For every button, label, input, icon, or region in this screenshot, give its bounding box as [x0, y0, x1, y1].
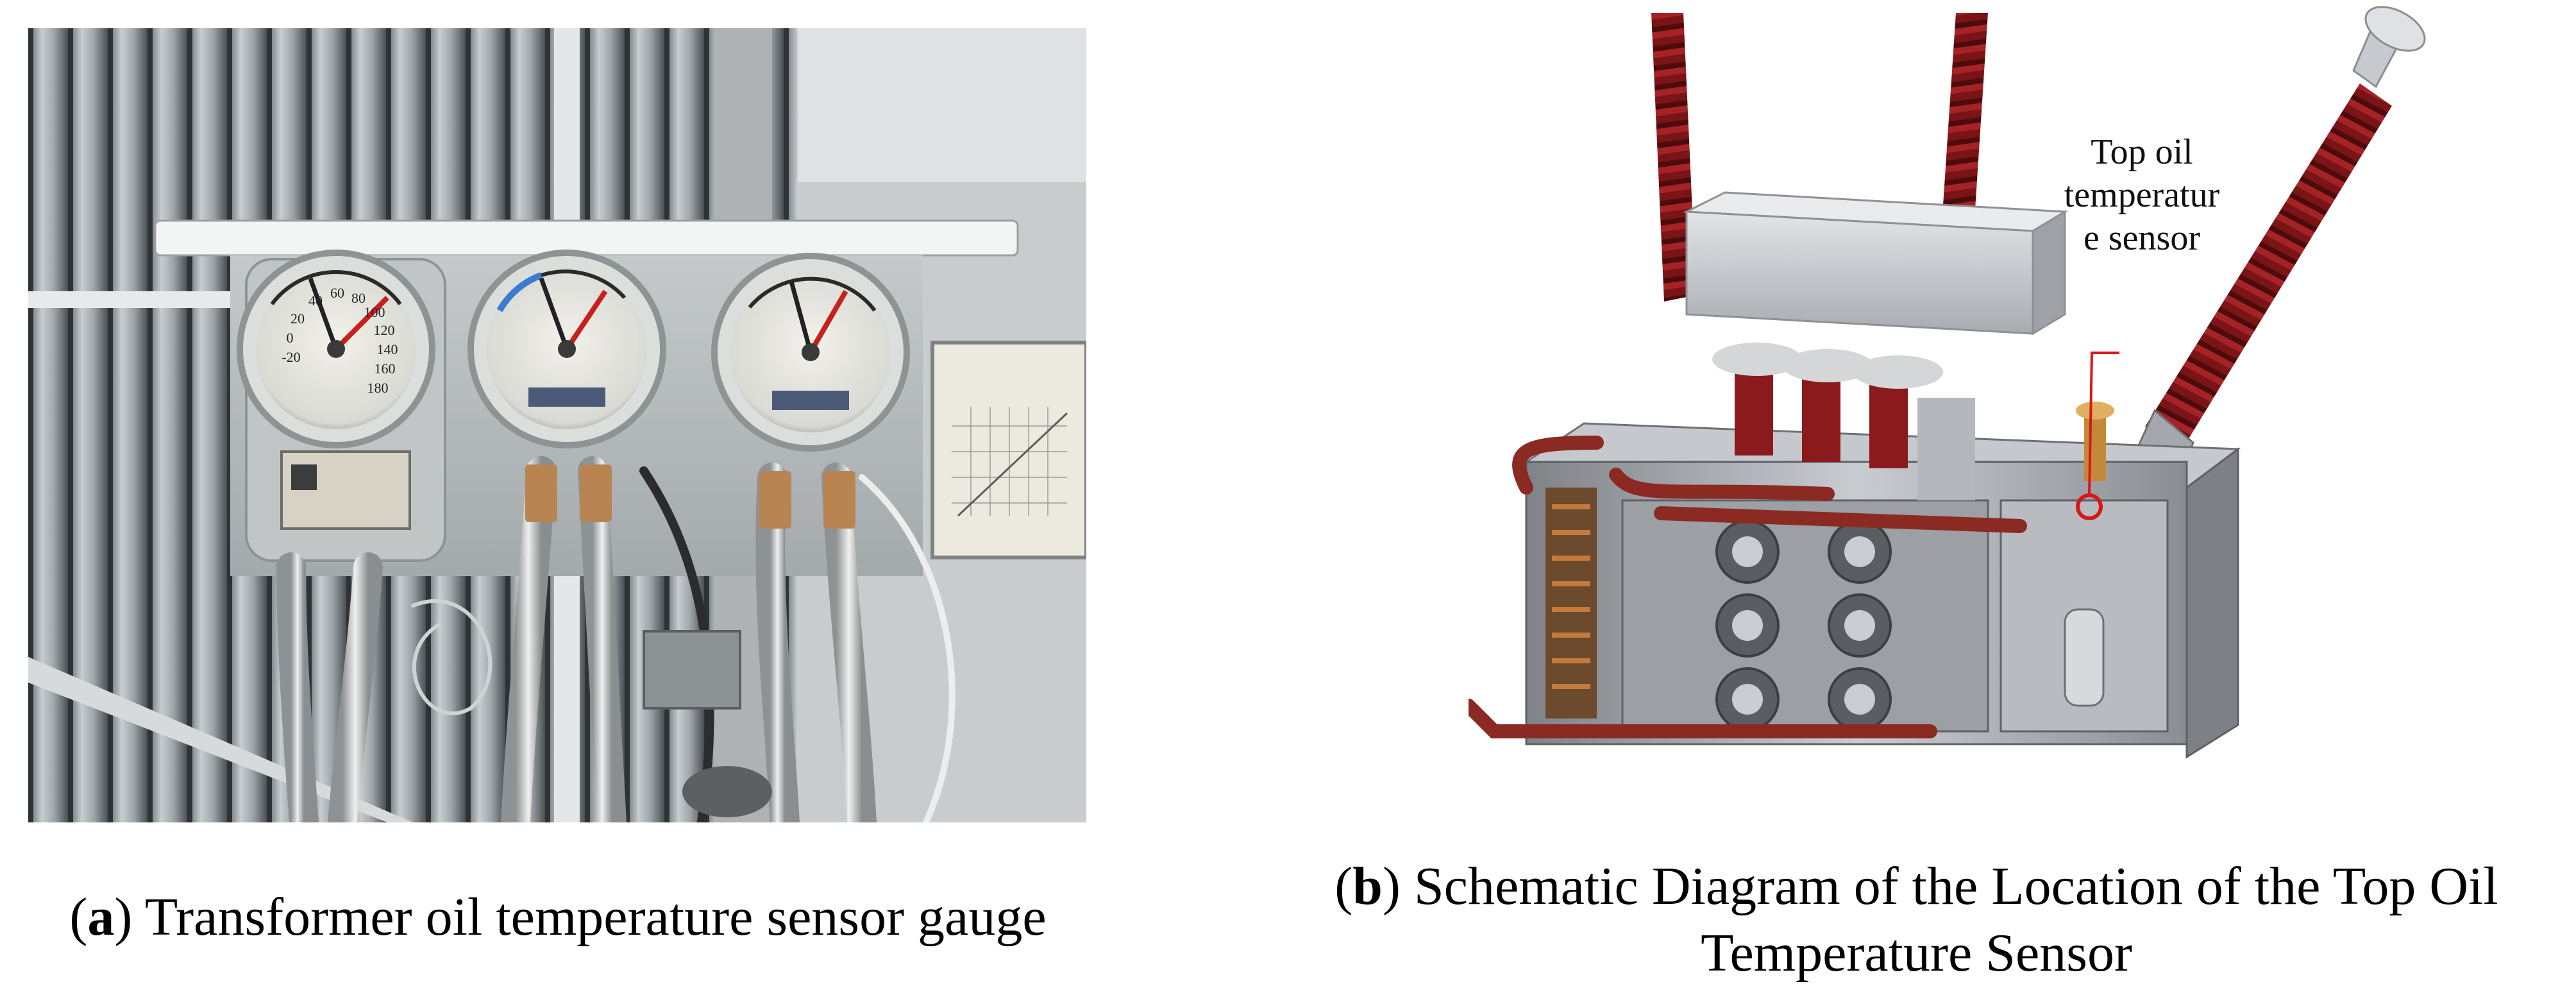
caption-a: (a) Transformer oil temperature sensor g…	[69, 887, 1047, 947]
sensor-callout-line	[2088, 352, 2119, 496]
gauge-right	[711, 253, 910, 452]
transformer-schematic: Top oil temperatur e sensor	[1461, 0, 2576, 808]
gauge-photo-drawing: 20 40 60 80 100 120 140 160 180 0 -20	[28, 28, 1088, 837]
sensor-annotation: Top oil temperatur e sensor	[2064, 132, 2220, 258]
svg-text:140: 140	[377, 341, 398, 357]
svg-text:160: 160	[375, 361, 396, 377]
svg-text:0: 0	[287, 330, 294, 346]
caption-b-letter: b	[1352, 856, 1383, 916]
top-cover-box	[1683, 191, 2068, 336]
caption-a-text: Transformer oil temperature sensor gauge	[144, 887, 1047, 947]
caption-b: (b) Schematic Diagram of the Location of…	[1334, 856, 2498, 983]
cable-glands	[525, 464, 855, 529]
svg-text:100: 100	[364, 304, 385, 320]
gauge-middle	[467, 250, 666, 448]
svg-text:temperatur: temperatur	[2064, 175, 2220, 215]
svg-text:60: 60	[330, 285, 344, 301]
svg-text:120: 120	[374, 322, 395, 338]
info-plate-grid	[952, 407, 1067, 516]
lv-bushings	[1712, 343, 2114, 500]
gauge-shelf	[154, 219, 1019, 257]
gauge-photo: 20 40 60 80 100 120 140 160 180 0 -20	[28, 28, 1088, 837]
oil-pipes	[1461, 436, 2027, 738]
svg-text:180: 180	[367, 380, 389, 396]
valve	[682, 766, 772, 817]
caption-b-line2: Temperature Sensor	[1701, 923, 2132, 983]
caption-b-line1: Schematic Diagram of the Location of the…	[1413, 856, 2498, 916]
svg-text:40: 40	[308, 293, 323, 309]
svg-text:e sensor: e sensor	[2084, 218, 2200, 258]
svg-text:80: 80	[351, 290, 366, 306]
svg-text:-20: -20	[282, 349, 300, 365]
junction-box	[643, 630, 741, 710]
gauge-scale: 20 40 60 80 100 120 140 160 180 0 -20	[282, 285, 398, 396]
svg-text:Top oil: Top oil	[2091, 132, 2193, 172]
transformer-schematic-drawing: Top oil temperatur e sensor	[1461, 6, 2426, 759]
svg-text:20: 20	[290, 310, 305, 327]
gauge-left	[237, 250, 446, 562]
caption-a-letter: a	[87, 887, 115, 947]
